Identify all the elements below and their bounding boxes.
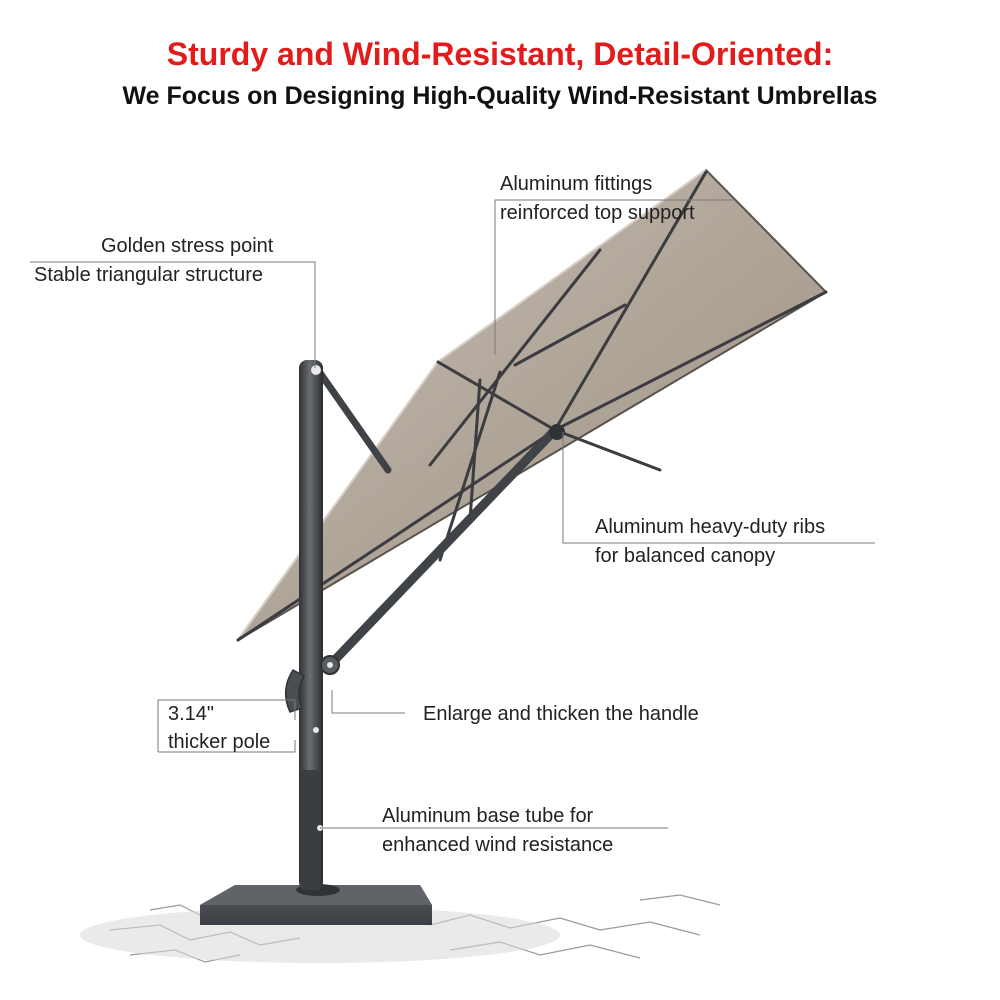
headline-title: Sturdy and Wind-Resistant, Detail-Orient… (166, 36, 834, 72)
callout-ribs-line2: for balanced canopy (595, 545, 776, 567)
callout-pole-line1: 3.14" (168, 703, 215, 725)
cantilever-arm (314, 366, 560, 670)
callout-stress-point-line2: Stable triangular structure (34, 264, 264, 286)
main-pole (299, 360, 323, 890)
crank-handle (284, 655, 340, 713)
callout-stress-point-line1: Golden stress point (101, 235, 274, 257)
callout-top-support-line2: reinforced top support (500, 202, 695, 224)
callout-handle-line1: Enlarge and thicken the handle (423, 703, 699, 725)
callout-top-support-line1: Aluminum fittings (500, 173, 653, 195)
rib-hub (549, 424, 565, 440)
canopy-ribs (236, 170, 828, 642)
leader-lines (30, 199, 875, 829)
callout-base-tube-line1: Aluminum base tube for (382, 805, 594, 827)
weighted-base (200, 884, 432, 925)
callout-pole-line2: thicker pole (168, 731, 271, 753)
headline-subtitle: We Focus on Designing High-Quality Wind-… (122, 82, 878, 110)
callout-ribs-line1: Aluminum heavy-duty ribs (595, 516, 826, 538)
callout-base-tube-line2: enhanced wind resistance (382, 834, 614, 856)
